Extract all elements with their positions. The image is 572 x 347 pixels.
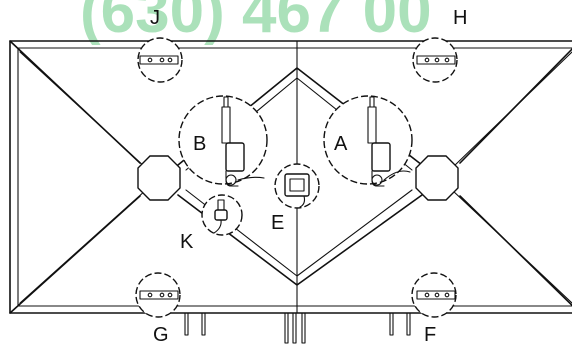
label-a: A	[334, 133, 348, 155]
bracket-f	[411, 272, 457, 318]
label-k: K	[180, 231, 194, 253]
bracket-j	[137, 37, 183, 83]
label-h: H	[453, 7, 467, 29]
label-e: E	[271, 212, 284, 234]
actuator-b	[178, 95, 268, 187]
bracket-g	[135, 272, 181, 318]
actuator-a	[323, 95, 413, 187]
sensor-k	[201, 194, 243, 236]
left-octagon	[137, 155, 181, 201]
control-box-e	[274, 163, 320, 209]
label-j: J	[150, 7, 160, 29]
support-legs	[184, 312, 411, 344]
right-octagon	[415, 155, 459, 201]
bracket-h	[412, 37, 458, 83]
label-f: F	[424, 324, 436, 346]
label-g: G	[153, 324, 169, 346]
label-b: B	[193, 133, 206, 155]
phone-watermark: (630) 467 00	[80, 0, 432, 46]
